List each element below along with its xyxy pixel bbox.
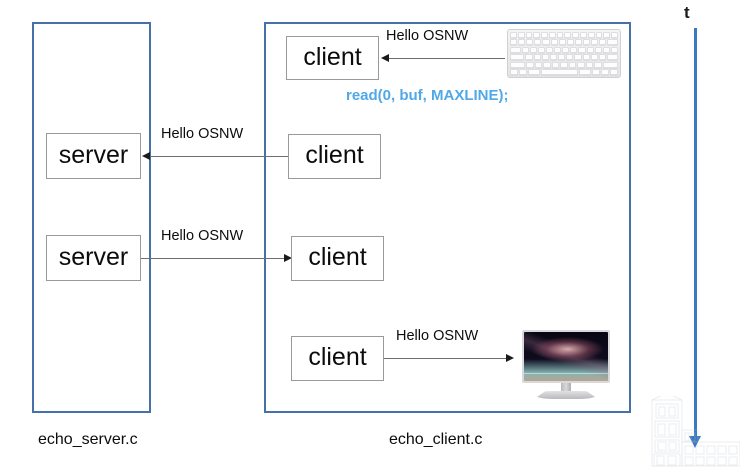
arrowhead-keyboard-to-client	[381, 54, 389, 62]
label-msg-server-to-client: Hello OSNW	[161, 228, 244, 244]
time-axis-line	[694, 28, 697, 438]
node-client-1: client	[286, 36, 379, 80]
caption-echo-client: echo_client.c	[389, 431, 483, 448]
node-client-1-label: client	[303, 42, 362, 71]
keyboard-icon	[507, 29, 621, 78]
monitor-icon	[522, 330, 610, 400]
time-axis-label: t	[684, 3, 690, 22]
caption-echo-server: echo_server.c	[38, 431, 138, 448]
node-client-2: client	[288, 134, 381, 179]
arrowhead-server-to-client	[284, 254, 292, 262]
node-client-3-label: client	[308, 243, 367, 271]
node-client-4: client	[291, 336, 384, 381]
node-server-2: server	[46, 235, 141, 281]
arrowhead-client-to-server	[142, 152, 150, 160]
code-caption-read: read(0, buf, MAXLINE);	[346, 87, 509, 104]
building-watermark-icon	[651, 396, 740, 467]
wire-client-to-server	[149, 156, 289, 157]
node-server-1: server	[46, 133, 141, 179]
label-msg-keyboard-to-client: Hello OSNW	[386, 28, 469, 44]
arrowhead-client-to-monitor	[506, 354, 514, 362]
node-server-1-label: server	[58, 140, 129, 169]
label-msg-client-to-monitor: Hello OSNW	[396, 328, 479, 344]
label-msg-client-to-server: Hello OSNW	[161, 126, 244, 142]
node-client-3: client	[291, 236, 384, 281]
node-server-2-label: server	[58, 242, 129, 271]
wire-client-to-monitor	[384, 358, 509, 359]
node-client-4-label: client	[308, 343, 367, 371]
node-client-2-label: client	[305, 141, 364, 169]
time-axis-arrowhead	[689, 436, 701, 448]
wire-keyboard-to-client	[387, 58, 505, 59]
echo-server-pane	[32, 22, 151, 413]
wire-server-to-client	[140, 258, 286, 259]
